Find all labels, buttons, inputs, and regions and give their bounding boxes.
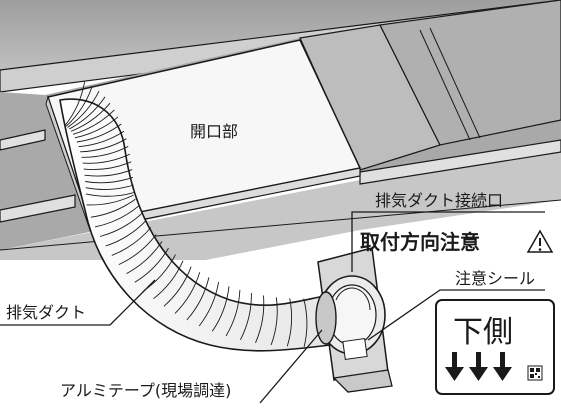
aluminum-tape-label: アルミテープ(現場調達) xyxy=(60,381,231,400)
duct-rib xyxy=(82,153,131,164)
duct-rib xyxy=(255,295,265,343)
duct-rib xyxy=(64,81,86,126)
duct-rib xyxy=(76,123,122,143)
opening-label: 開口部 xyxy=(190,122,238,141)
duct-rib xyxy=(85,192,135,197)
duct-rib xyxy=(134,247,169,283)
duct-rib xyxy=(111,227,152,256)
exhaust-port xyxy=(315,247,393,393)
duct-rib xyxy=(67,90,100,128)
duct-rib xyxy=(85,184,134,190)
seal-text: 下側 xyxy=(453,315,513,350)
duct-rib xyxy=(153,260,184,300)
duct-rib xyxy=(186,277,210,321)
duct-rib xyxy=(211,286,230,332)
duct-rib xyxy=(174,272,201,314)
exhaust-duct-label: 排気ダクト xyxy=(6,303,86,322)
duct-rib xyxy=(163,266,192,307)
duct-rib xyxy=(84,169,133,177)
leader-lines xyxy=(0,211,545,404)
duct-rib xyxy=(270,297,278,346)
beam-left xyxy=(0,194,76,223)
caution-seal-label: 注意シール xyxy=(455,269,535,288)
duct-rib xyxy=(225,289,241,337)
duct-rib xyxy=(90,198,136,218)
duct-rib xyxy=(70,102,111,132)
down-arrow-icon xyxy=(445,352,512,381)
duct-rib xyxy=(303,298,308,347)
duct-rib xyxy=(78,130,125,148)
duct-rib xyxy=(286,298,293,347)
duct-rib xyxy=(85,176,134,184)
duct-rib xyxy=(86,194,134,206)
warning-triangle-icon xyxy=(526,229,554,253)
duct-rib xyxy=(83,161,132,170)
mounting-direction-label: 取付方向注意 xyxy=(360,230,480,254)
duct-rib xyxy=(126,241,163,274)
duct-rib xyxy=(65,85,93,127)
duct-rib xyxy=(72,109,115,135)
ceiling-right-panel xyxy=(379,0,561,146)
duct-rib xyxy=(94,205,139,228)
caution-seal-small xyxy=(342,337,368,361)
duct-rib xyxy=(80,138,127,153)
duct-rib xyxy=(105,220,147,247)
duct-rib xyxy=(198,282,220,327)
duct-rib xyxy=(74,116,119,139)
exhaust-port-label: 排気ダクト接続口 xyxy=(375,191,503,210)
qr-code-icon xyxy=(527,365,543,381)
duct-rib xyxy=(240,292,252,341)
beam-right xyxy=(359,139,561,185)
duct-rib xyxy=(69,96,106,130)
duct-rib xyxy=(118,234,157,266)
duct-rib xyxy=(81,145,129,158)
caution-seal-callout: 下側 xyxy=(435,299,555,395)
duct-rib xyxy=(99,212,143,237)
